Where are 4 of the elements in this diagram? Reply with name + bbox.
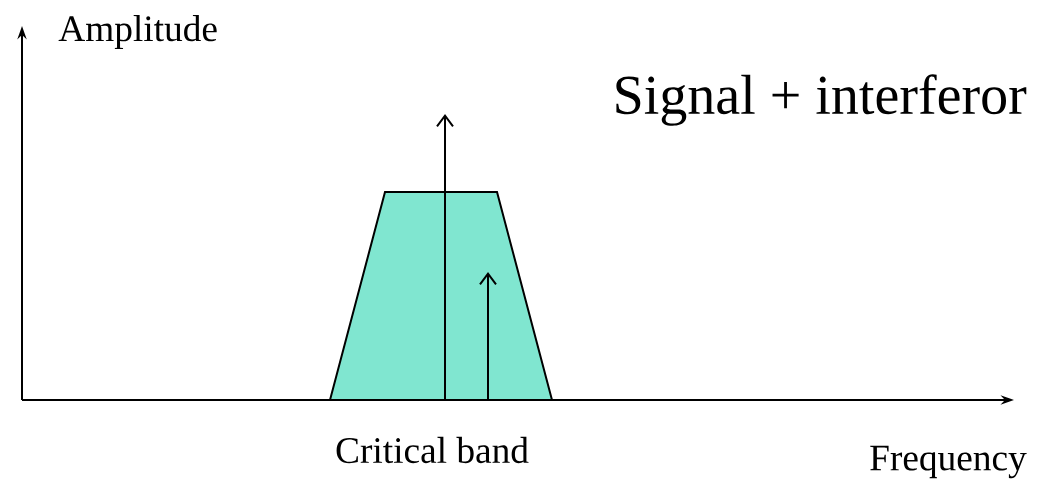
axis-label: Amplitude bbox=[58, 15, 217, 49]
axis-label: Frequency bbox=[870, 445, 1027, 479]
band-label: Critical band bbox=[336, 436, 529, 464]
title-text: Signal + interferor bbox=[616, 74, 1027, 126]
